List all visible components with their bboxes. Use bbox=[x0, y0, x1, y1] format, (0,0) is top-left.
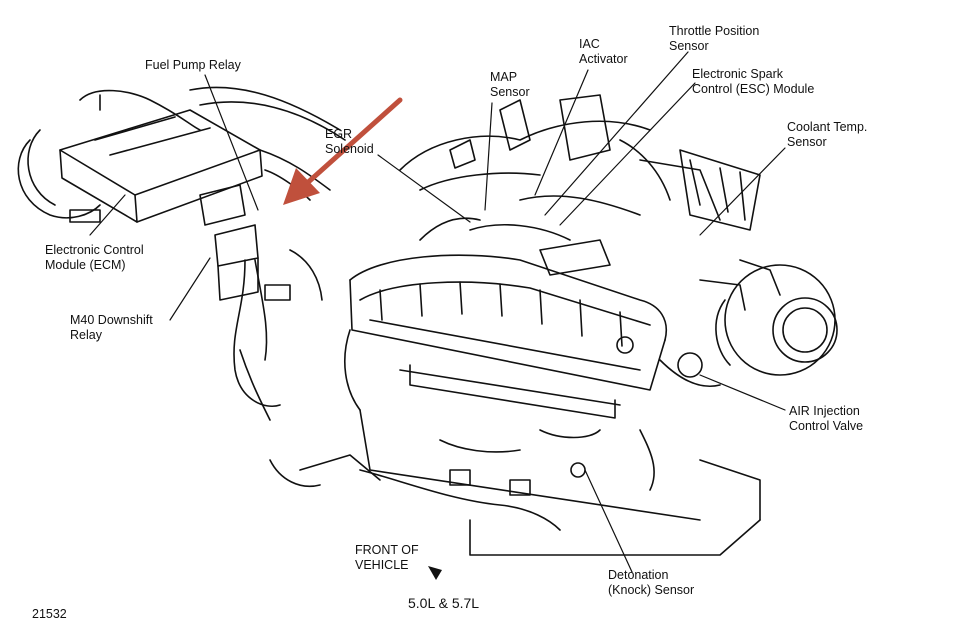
alternator bbox=[659, 149, 838, 387]
highlight-arrow bbox=[283, 97, 403, 205]
label-air-injection-valve: AIR Injection Control Valve bbox=[789, 404, 864, 433]
front-direction-icon bbox=[428, 566, 442, 580]
label-front-of-vehicle: FRONT OF VEHICLE bbox=[355, 543, 419, 572]
label-engine-size: 5.0L & 5.7L bbox=[408, 595, 480, 611]
ecm-unit bbox=[17, 89, 263, 223]
label-esc-module: Electronic Spark Control (ESC) Module bbox=[692, 67, 815, 96]
label-fuel-pump-relay: Fuel Pump Relay bbox=[145, 58, 241, 72]
engine-block bbox=[269, 254, 761, 556]
label-map-sensor: MAP Sensor bbox=[490, 70, 530, 99]
label-figure-id: 21532 bbox=[32, 607, 67, 621]
label-knock-sensor: Detonation (Knock) Sensor bbox=[608, 568, 695, 597]
label-ecm: Electronic Control Module (ECM) bbox=[45, 243, 144, 272]
label-coolant-temp-sensor: Coolant Temp. Sensor bbox=[787, 120, 868, 149]
label-throttle-position-sensor: Throttle Position Sensor bbox=[669, 24, 760, 53]
body-panel bbox=[189, 86, 346, 201]
lower-harness bbox=[359, 429, 655, 531]
intake-cluster bbox=[399, 94, 721, 276]
label-m40-downshift-relay: M40 Downshift Relay bbox=[70, 313, 153, 342]
label-egr-solenoid: EGR Solenoid bbox=[325, 127, 374, 156]
leader-lines bbox=[89, 51, 786, 573]
relay-brackets bbox=[199, 184, 323, 421]
label-iac-activator: IAC Activator bbox=[579, 37, 628, 66]
